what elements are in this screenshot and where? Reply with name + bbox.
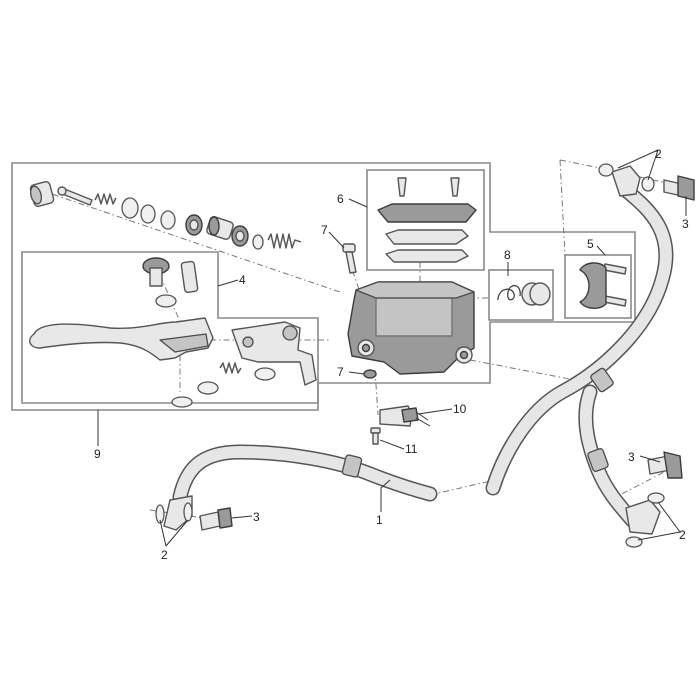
callout-7-top: 7 [321,223,328,237]
callout-1: 1 [376,513,383,527]
lever-circlip-part [197,381,219,395]
nut-7-lower [363,369,377,379]
callout-4: 4 [239,273,246,287]
callout-labels: 1 2 2 2 3 3 3 4 5 6 7 7 8 9 10 11 [94,147,689,562]
push-rod-part [57,186,93,206]
hose-sleeve-1 [341,454,363,478]
dust-cap-part [29,180,55,208]
hose-right-upper-inner [487,186,672,494]
cover-screw-right-part [450,177,460,197]
leader-3-left [231,515,253,519]
banjo-bolt-left [199,507,233,531]
washer-a-part [140,204,156,224]
lever-pin-part [180,260,199,294]
spring-small-part [94,193,117,205]
axis-bolt-7 [347,257,361,293]
bushing-part [521,282,551,306]
leader-7-top [328,231,345,249]
leader-10 [417,408,453,415]
lever-subassembly-4-frame [21,251,319,404]
leader-1 [380,479,391,512]
adjuster-knob-part [142,257,170,287]
callout-10: 10 [453,402,467,416]
leader-11 [379,439,405,450]
callout-3-left: 3 [253,510,260,524]
callout-9: 9 [94,447,101,461]
brake-light-switch-part [379,405,431,427]
clamp-bolt-upper-part [603,263,627,275]
leader-6 [348,198,368,208]
assembly-9-outer-frame [11,162,636,411]
piston-kit [29,180,302,250]
hose-1-inner [174,446,436,503]
leader-4 [217,279,239,287]
axis-switch [374,369,379,416]
reservoir-cover-subassembly [377,177,477,263]
clamp-part [579,262,607,309]
handlebar-clamp-subassembly [579,262,627,309]
hose-sleeve-right-lower [587,448,609,472]
spring-clip-subassembly [497,282,551,306]
right-banjo-fitting [625,492,665,548]
piston-seal-part [185,214,203,236]
hose-sleeve-right-upper [590,367,614,393]
callout-7-bottom: 7 [337,365,344,379]
brake-lever-part [29,317,214,361]
primary-cup-part [231,225,249,247]
axis-right-fitting [609,469,669,501]
banjo-bolt-right [647,451,683,479]
washer-b-part [160,210,176,230]
leader-2-top [617,149,659,181]
cover-screw-left-part [397,177,407,197]
spring-clip-part [497,285,521,301]
lever-bottom-clip-part [171,396,193,408]
cover-plate-part [385,229,469,245]
banjo-bolt-top [663,175,695,201]
axis-hose-junction [429,479,496,496]
cover-subassembly-6-frame [366,169,485,271]
pivot-bracket-part [231,321,317,386]
clamp-subassembly-5-frame [564,254,632,319]
leader-lines [97,149,687,547]
axis-top-fitting-vertical [559,159,566,256]
brake-hoses [172,184,674,528]
leader-7-bottom [348,371,365,375]
callout-3-right: 3 [628,450,635,464]
washer-c-part [252,234,264,250]
cover-diaphragm-part [385,249,469,263]
leader-2-left [159,519,189,547]
callout-6: 6 [337,192,344,206]
callout-5: 5 [587,237,594,251]
leader-3-right [639,455,661,463]
lever-subassembly [29,257,317,408]
bracket-spring-part [219,362,242,374]
clamp-bolt-lower-part [603,295,627,307]
lever-washer-part [155,294,177,308]
callout-3-top: 3 [682,217,689,231]
callout-2-top: 2 [655,147,662,161]
piston-part [206,216,234,240]
assembly-axes [39,159,681,523]
callout-11: 11 [405,442,418,456]
assembly-frames [11,162,636,411]
bolt-7-upper [342,243,357,274]
leader-5 [596,245,606,256]
circlip-part [121,197,139,219]
leader-2-right [637,501,681,541]
master-cylinder-body [347,281,475,375]
callout-2-right: 2 [679,528,686,542]
callout-2-left: 2 [161,548,168,562]
left-banjo-fitting [155,495,193,531]
bracket-washer-part [254,367,276,381]
callout-8: 8 [504,248,511,262]
return-spring-part [267,233,302,249]
axis-body-to-hose [469,359,576,381]
switch-screw-part [370,427,381,445]
cover-cap-part [377,203,477,223]
axis-piston [39,189,341,293]
top-banjo-fitting [598,163,655,197]
spring-clip-subassembly-8-frame [488,269,554,321]
